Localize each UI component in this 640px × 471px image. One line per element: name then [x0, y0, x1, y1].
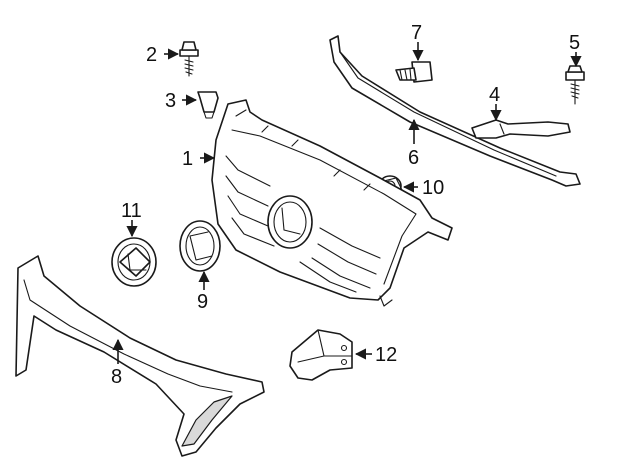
callout-6: 6	[408, 147, 419, 169]
part-8-surround	[15, 255, 265, 457]
callout-11: 11	[121, 200, 142, 222]
callout-7: 7	[411, 22, 422, 44]
callout-3: 3	[165, 90, 176, 112]
part-11-emblem	[111, 237, 157, 287]
callout-5: 5	[569, 32, 580, 54]
callout-12: 12	[375, 344, 397, 366]
part-9-emblem	[179, 220, 221, 272]
part-12-bracket	[289, 329, 353, 381]
part-6-bar	[329, 35, 581, 187]
callout-1: 1	[182, 148, 193, 170]
part-7-bolt	[395, 61, 433, 83]
callout-labels: 1 2 3 4 5 6 7 8 9 10 11 12	[111, 22, 580, 388]
part-2-bolt	[179, 41, 199, 77]
leader-lines	[112, 42, 582, 364]
part-1-grille	[211, 99, 453, 307]
callout-4: 4	[489, 84, 500, 106]
part-4-bracket	[471, 119, 571, 139]
part-5-bolt	[565, 65, 585, 105]
part-3-clip	[197, 91, 219, 119]
callout-9: 9	[197, 291, 208, 313]
callout-10: 10	[422, 177, 444, 199]
callout-2: 2	[146, 44, 157, 66]
callout-8: 8	[111, 366, 122, 388]
